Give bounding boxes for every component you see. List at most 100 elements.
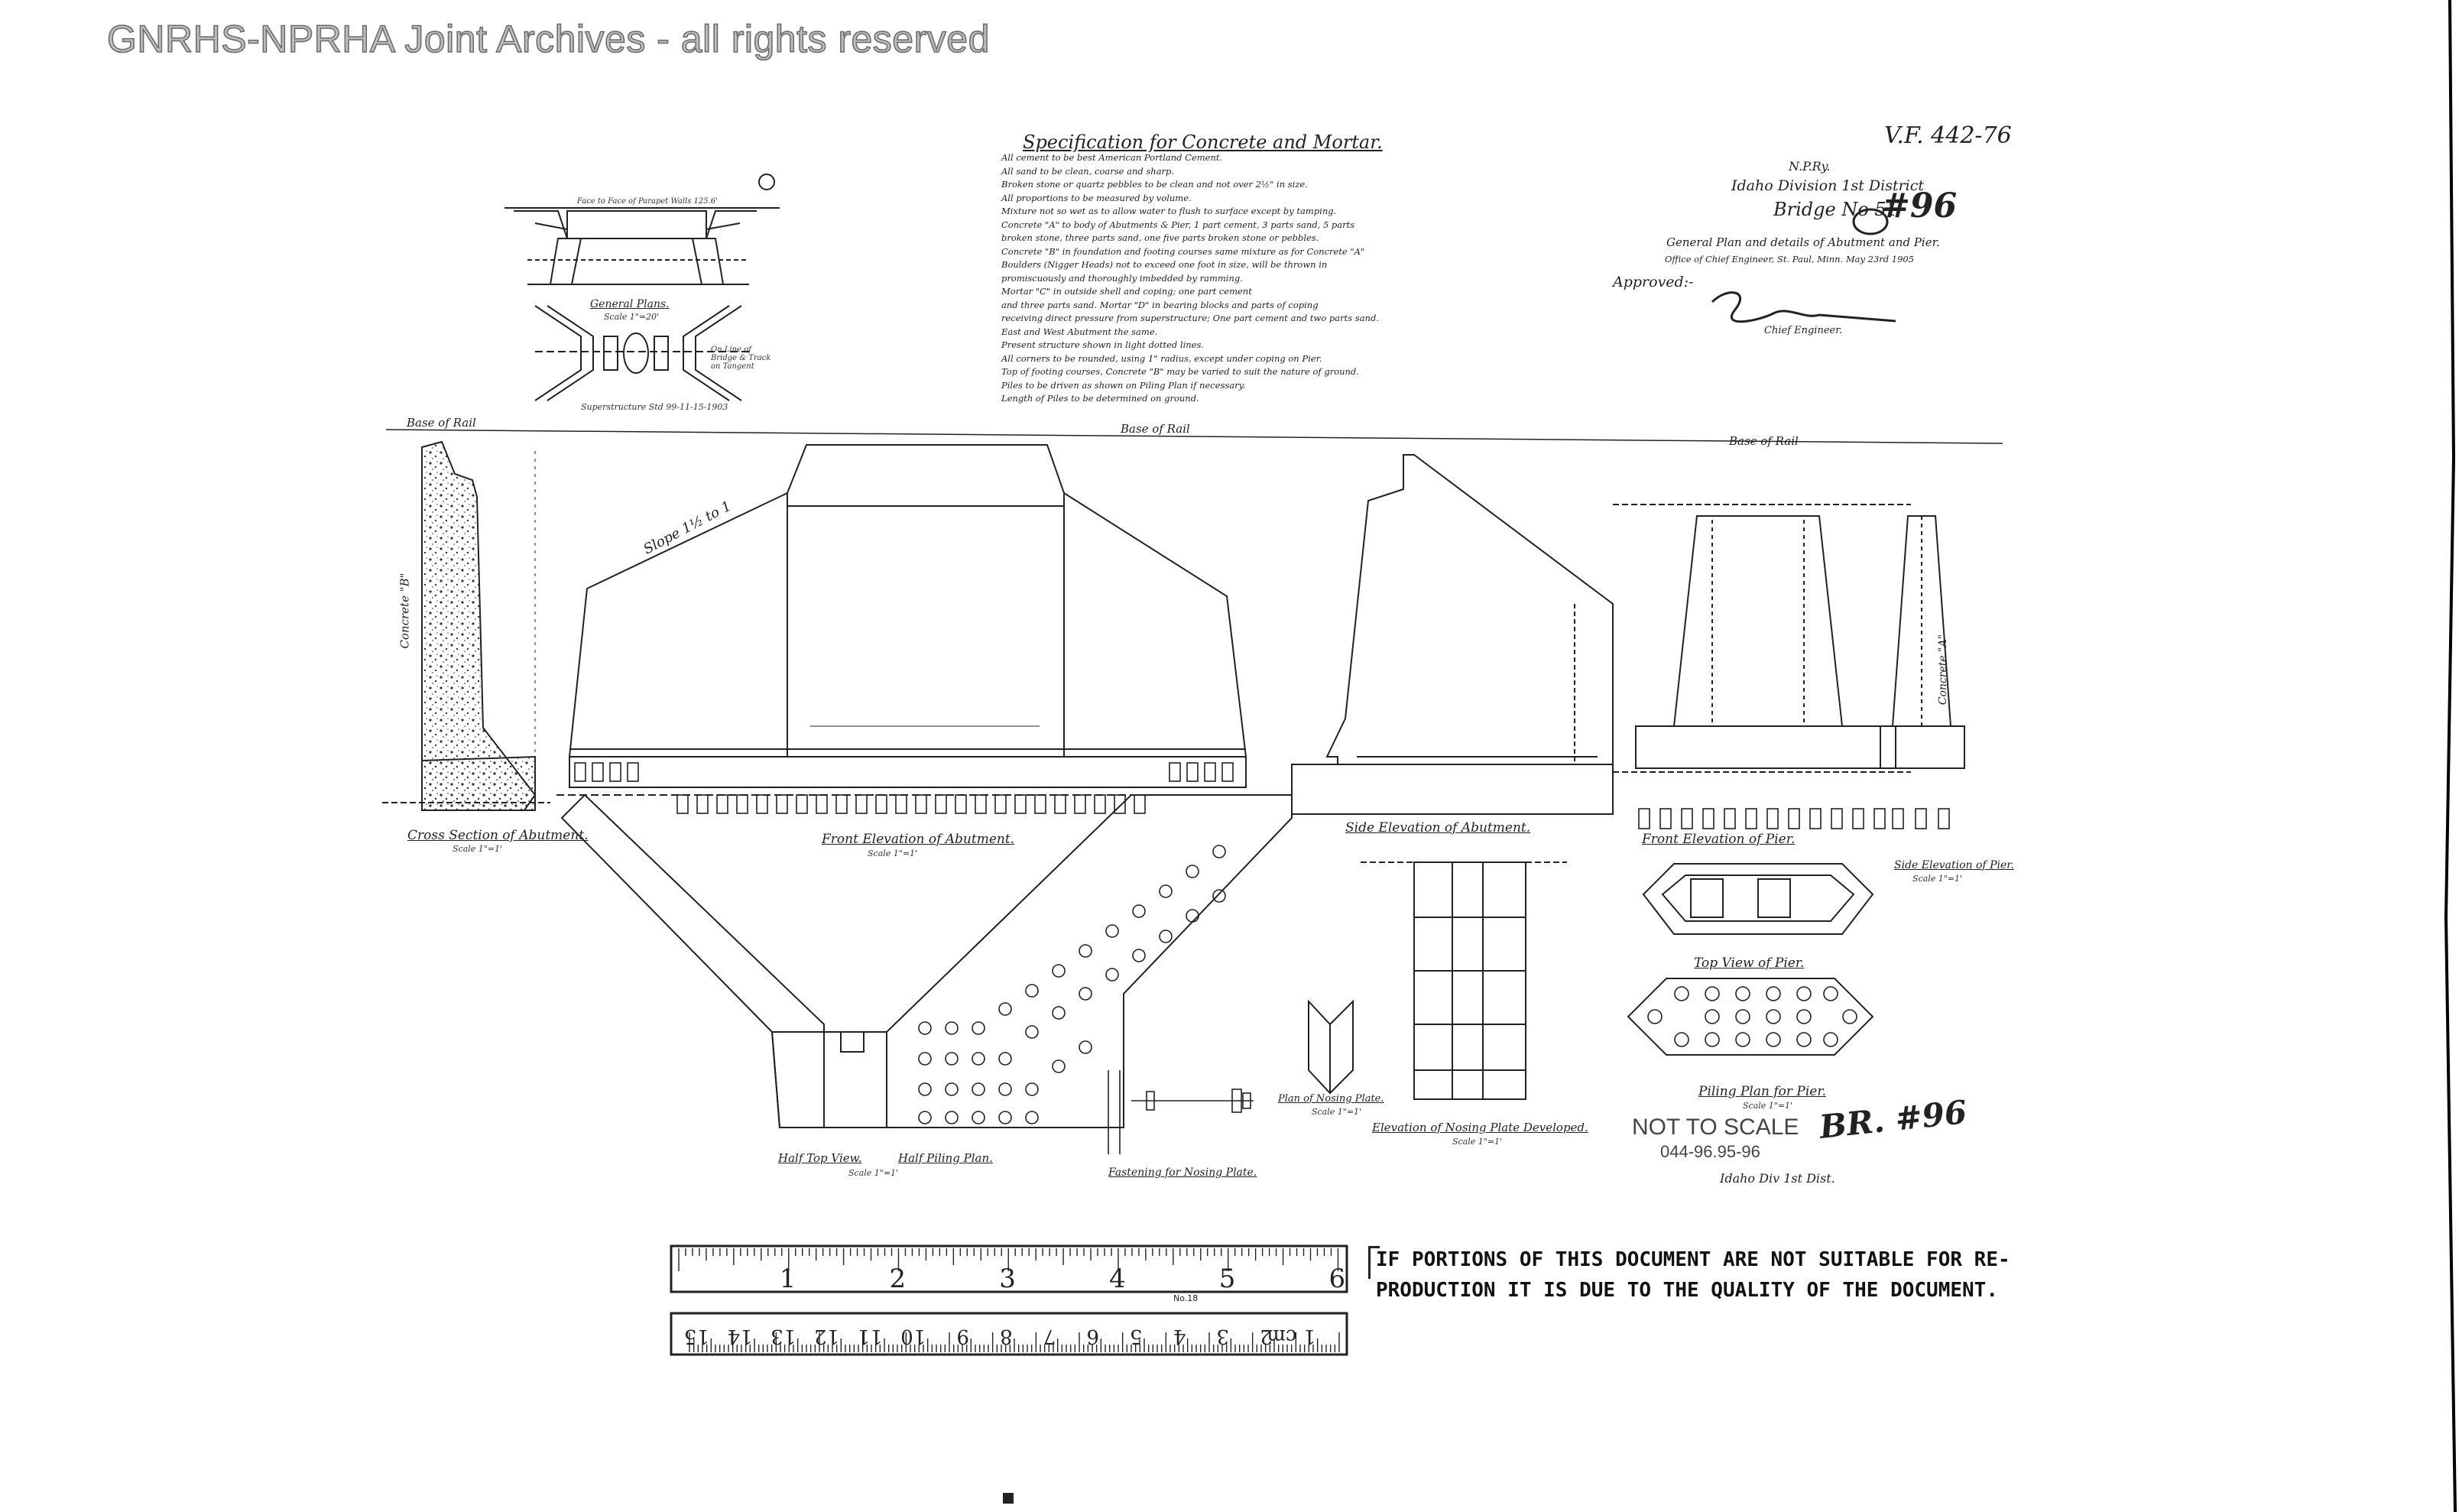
cm-label: 5 (1130, 1325, 1143, 1348)
pier-side-elevation (1880, 515, 1965, 829)
abutment-front-label: Front Elevation of Abutment. (822, 832, 1015, 847)
base-of-rail-right: Base of Rail (1729, 434, 1799, 448)
chief-engineer-signature (1711, 291, 1896, 323)
chief-engineer-label: Chief Engineer. (1764, 325, 1843, 336)
pier-piling-scale: Scale 1"=1' (1743, 1101, 1793, 1111)
parapet-dimension: Face to Face of Parapet Walls 125.6' (577, 197, 718, 206)
pier-pile-circles (1647, 986, 1857, 1047)
pier-front-label: Front Elevation of Pier. (1642, 832, 1796, 847)
abutment-front-elevation (556, 444, 1257, 796)
pier-top-view (1642, 863, 1874, 935)
inch-label: 1 (780, 1264, 796, 1294)
pier-front-piles (1638, 808, 1886, 829)
superstructure-label: Superstructure Std 99-11-15-1903 (581, 402, 728, 412)
spec-line: Mixture not so wet as to allow water to … (1001, 206, 1337, 216)
half-top-view-label: Half Top View. (778, 1151, 862, 1165)
spec-line: broken stone, three parts sand, one five… (1001, 232, 1319, 243)
spec-line: Top of footing courses, Concrete "B" may… (1001, 366, 1359, 377)
general-plans-label: General Plans. (590, 298, 670, 310)
abutment-side-elevation (1291, 454, 1614, 815)
idaho-note-handwritten: Idaho Div 1st Dist. (1720, 1171, 1835, 1186)
spec-line: promiscuously and thoroughly imbedded by… (1001, 272, 1243, 284)
cm-label: 13 (770, 1325, 796, 1348)
abutment-half-plan (560, 793, 1293, 1128)
spec-line: All sand to be clean, coarse and sharp. (1001, 165, 1175, 177)
concrete-b-label: Concrete "B" (397, 573, 412, 649)
approved-label: Approved:- (1613, 274, 1694, 290)
drawing-office-date: Office of Chief Engineer, St. Paul, Minn… (1665, 254, 1915, 264)
nosing-elevation-scale: Scale 1"=1' (1452, 1137, 1503, 1147)
nosing-plan-scale: Scale 1"=1' (1312, 1107, 1362, 1117)
pier-side-label: Side Elevation of Pier. (1894, 859, 2014, 871)
base-of-rail-left: Base of Rail (407, 416, 476, 430)
file-number-stamp: 044-96.95-96 (1660, 1142, 1760, 1161)
pier-side-scale: Scale 1"=1' (1912, 874, 1963, 884)
vf-number: V.F. 442-76 (1884, 122, 2012, 149)
pier-front-elevation (1613, 504, 1911, 773)
cm-label: 1 cm (1267, 1325, 1315, 1348)
scan-edge-shadow (2444, 0, 2457, 1512)
pier-top-view-label: Top View of Pier. (1694, 956, 1805, 971)
inch-label: 2 (889, 1264, 906, 1294)
pier-piling-plan (1627, 978, 1874, 1056)
spec-line: and three parts sand. Mortar "D" in bear… (1001, 299, 1319, 310)
cm-label: 2 (1260, 1325, 1273, 1348)
nosing-plate-plan (1308, 999, 1354, 1095)
general-plan-elevation (504, 174, 780, 285)
pier-piling-label: Piling Plan for Pier. (1698, 1084, 1827, 1099)
notice-line-1: IF PORTIONS OF THIS DOCUMENT ARE NOT SUI… (1376, 1248, 2010, 1271)
inch-label: 3 (999, 1264, 1016, 1294)
spec-line: All corners to be rounded, using 1" radi… (1001, 352, 1322, 364)
cm-label: 11 (858, 1325, 883, 1348)
general-plan-top (534, 305, 749, 401)
spec-title: Specification for Concrete and Mortar. (1023, 131, 1383, 153)
inch-ruler: 1 2 3 4 5 6 (670, 1244, 1348, 1294)
inch-label: 5 (1219, 1264, 1236, 1294)
base-of-rail-center: Base of Rail (1121, 422, 1190, 436)
cm-label: 10 (900, 1325, 926, 1348)
cm-label: 12 (814, 1325, 839, 1348)
nosing-plan-label: Plan of Nosing Plate. (1278, 1093, 1384, 1105)
nosing-plate-elevation (1361, 861, 1567, 1100)
division-name: Idaho Division 1st District (1731, 177, 1925, 194)
not-to-scale-stamp: NOT TO SCALE (1632, 1115, 1799, 1140)
spec-line: East and West Abutment the same. (1001, 326, 1158, 337)
bridge-number: Bridge No 51 (1773, 199, 1898, 220)
cm-label: 3 (1216, 1325, 1229, 1348)
abutment-front-scale: Scale 1"=1' (868, 848, 918, 858)
spec-line: Piles to be driven as shown on Piling Pl… (1001, 379, 1246, 391)
spec-line: receiving direct pressure from superstru… (1001, 313, 1379, 323)
inch-label: 6 (1328, 1264, 1345, 1294)
nosing-elevation-label: Elevation of Nosing Plate Developed. (1372, 1121, 1588, 1134)
notice-line-2: PRODUCTION IT IS DUE TO THE QUALITY OF T… (1376, 1279, 1998, 1302)
cm-label: 4 (1173, 1325, 1186, 1348)
railway-name: N.P.Ry. (1789, 159, 1831, 174)
bridge-number-circle (1852, 208, 1889, 235)
track-centerline-note: On Line of Bridge & Track on Tangent (711, 346, 771, 371)
reproduction-notice: IF PORTIONS OF THIS DOCUMENT ARE NOT SUI… (1376, 1244, 2010, 1306)
cm-label: 14 (728, 1325, 753, 1348)
half-piling-plan-label: Half Piling Plan. (898, 1151, 993, 1165)
general-plans-scale: Scale 1"=20' (604, 312, 660, 322)
cross-section-scale: Scale 1"=1' (453, 844, 503, 854)
spec-line: Mortar "C" in outside shell and coping; … (1001, 286, 1252, 297)
concrete-a-label: Concrete "A" (1937, 634, 1950, 706)
cm-label: 9 (956, 1325, 969, 1348)
cm-label: 15 (684, 1325, 709, 1348)
bridge-number-handwritten: #96 (1882, 187, 1958, 226)
fastening-label: Fastening for Nosing Plate. (1108, 1166, 1257, 1179)
spec-line: Broken stone or quartz pebbles to be cle… (1001, 179, 1308, 190)
spec-line: Concrete "A" to body of Abutments & Pier… (1001, 219, 1355, 230)
inch-label: 4 (1109, 1264, 1126, 1294)
drawing-description: General Plan and details of Abutment and… (1666, 235, 1940, 249)
cm-label: 8 (1000, 1325, 1013, 1348)
abutment-pile-circles (918, 845, 1226, 1124)
spec-line: Concrete "B" in foundation and footing c… (1001, 245, 1365, 257)
spec-line: Length of Piles to be determined on grou… (1001, 393, 1199, 404)
spec-line: All proportions to be measured by volume… (1001, 192, 1192, 203)
scan-marker (1003, 1493, 1014, 1504)
abutment-cross-section (382, 440, 550, 811)
archive-watermark: GNRHS-NPRHA Joint Archives - all rights … (106, 17, 990, 61)
